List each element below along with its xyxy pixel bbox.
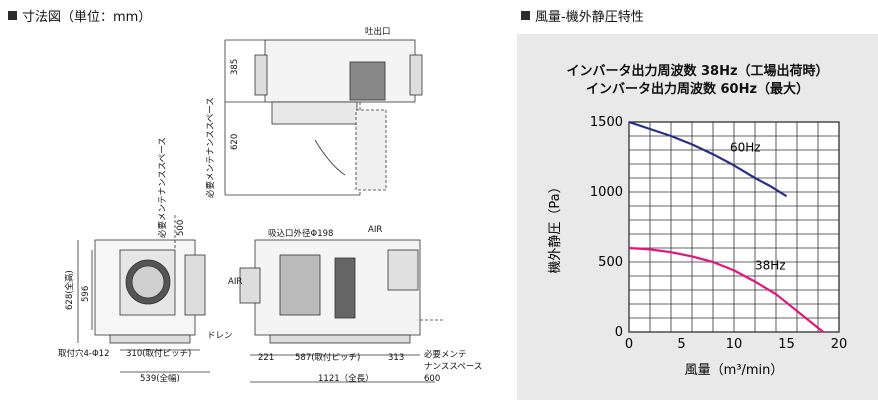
pressure-chart: 60Hz 38Hz 0 5 10 15 20 0 500 1000 1500 風量（m³/min）…	[548, 115, 847, 378]
square-bullet-icon	[521, 11, 530, 20]
dimension-title-text: 寸法図（単位：mm）	[22, 10, 152, 25]
square-bullet-icon	[8, 11, 17, 20]
x-axis-label: 風量（m³/min）	[685, 363, 784, 378]
outlet-label: 吐出口	[365, 26, 391, 37]
dim-539: 539(全幅)	[140, 373, 180, 384]
dimension-drawing: 吐出口 385 620 必要メンテナンススペース 必要メンテナンススペース 50…	[58, 26, 482, 384]
chart-series: 60Hz 38Hz	[628, 120, 824, 333]
air-left-label: AIR	[228, 277, 242, 287]
dim-385: 385	[230, 59, 240, 75]
x-tick-label: 15	[778, 337, 795, 352]
chart-grid	[629, 122, 839, 332]
mount-hole-label: 取付穴4-Φ12	[58, 348, 109, 359]
plot-frame	[628, 121, 840, 333]
chart-title-line-1: インバータ出力周波数 38Hz（工場出荷時）	[566, 64, 829, 79]
dim-310: 310(取付ピッチ)	[126, 348, 191, 359]
dim-596: 596	[81, 286, 91, 302]
y-tick-label: 1000	[590, 185, 623, 200]
dim-313: 313	[388, 353, 404, 363]
dim-600: 600	[424, 374, 440, 384]
x-tick-label: 20	[831, 337, 848, 352]
y-tick-label: 500	[598, 255, 623, 270]
chart-ticks: 0 5 10 15 20 0 500 1000 1500	[590, 115, 847, 352]
maint-space-left-label: 必要メンテナンススペース	[157, 137, 168, 238]
series-line-38Hz	[628, 246, 824, 333]
x-tick-label: 0	[625, 337, 633, 352]
y-tick-label: 0	[615, 325, 623, 340]
suction-label: 吸込口外径Φ198	[268, 228, 333, 239]
top-unit-body	[264, 39, 416, 103]
chart-title-text: 風量-機外静圧特性	[535, 10, 644, 25]
dim-628: 628(全高)	[64, 270, 75, 310]
chart-section-title: 風量-機外静圧特性	[521, 6, 644, 25]
top-panel	[349, 61, 386, 101]
dim-221: 221	[258, 353, 274, 363]
air-top-label: AIR	[368, 225, 382, 235]
dim-500: 500	[176, 220, 186, 236]
dimension-section-title: 寸法図（単位：mm）	[8, 6, 151, 25]
series-label-60Hz: 60Hz	[730, 140, 761, 154]
y-tick-label: 1500	[590, 115, 623, 130]
x-tick-label: 10	[726, 337, 743, 352]
dim-1121: 1121（全長）	[318, 373, 374, 384]
maint-right-label-1: 必要メンテ	[424, 349, 467, 360]
dim-587: 587(取付ピッチ)	[295, 352, 360, 363]
series-line-60Hz	[628, 120, 788, 198]
chart-title-line-2: インバータ出力周波数 60Hz（最大）	[585, 82, 810, 97]
x-tick-label: 5	[677, 337, 685, 352]
dim-620: 620	[230, 134, 240, 150]
maint-space-top-label: 必要メンテナンススペース	[205, 97, 216, 198]
drain-label: ドレン	[207, 331, 233, 341]
series-label-38Hz: 38Hz	[755, 259, 786, 273]
y-axis-label: 機外静圧（Pa）	[548, 180, 563, 273]
maint-right-label-2: ナンススペース	[424, 362, 482, 372]
